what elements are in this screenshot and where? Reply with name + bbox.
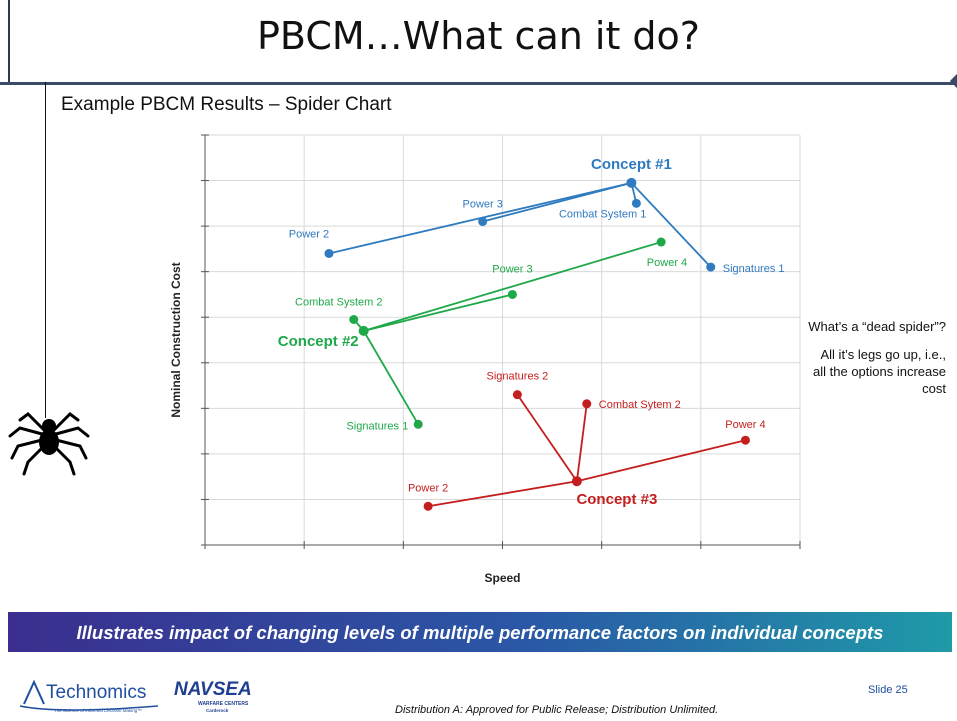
concept-3-leg-point <box>740 435 750 445</box>
technomics-logo: Technomics The Science of Informed Decis… <box>19 679 159 713</box>
concept-3-leg-point <box>582 399 592 409</box>
concept-3-leg-line <box>427 480 578 508</box>
concept-2-leg-point <box>507 289 517 299</box>
slide-subtitle: Example PBCM Results – Spider Chart <box>61 94 392 115</box>
spider-icon <box>8 412 90 476</box>
side-note-answer: All it’s legs go up, i.e., all the optio… <box>813 347 946 396</box>
concept-1-leg-point <box>706 262 716 272</box>
navsea-logo-sub1: WARFARE CENTERS <box>198 701 249 707</box>
concept-3-center-point <box>571 476 582 487</box>
slide-number: Slide 25 <box>868 684 908 696</box>
navsea-logo-text: NAVSEA <box>174 679 252 700</box>
summary-banner: Illustrates impact of changing levels of… <box>8 612 952 652</box>
distribution-statement: Distribution A: Approved for Public Rele… <box>395 704 719 716</box>
concept-1-leg-label: Signatures 1 <box>723 263 785 275</box>
title-left-rule <box>8 0 10 82</box>
concept-2-leg-label: Power 4 <box>647 257 687 269</box>
concept-1-leg-label: Power 2 <box>289 228 329 240</box>
concept-2-center-point <box>358 325 369 336</box>
concept-3-leg-point <box>512 390 522 400</box>
concept-3-center-label: Concept #3 <box>576 491 657 508</box>
y-axis-label: Nominal Construction Cost <box>169 262 183 417</box>
concept-3-leg-label: Combat Sytem 2 <box>599 399 681 411</box>
concept-2-leg-line <box>363 241 662 332</box>
x-axis-label: Speed <box>484 571 520 585</box>
summary-banner-text: Illustrates impact of changing levels of… <box>76 622 884 643</box>
concept-1-leg-line <box>630 182 712 268</box>
concept-1-center-point <box>626 177 637 188</box>
slide-title: PBCM…What can it do? <box>257 14 700 58</box>
concept-3-leg-label: Power 4 <box>725 419 765 431</box>
concept-1-leg-point <box>324 248 334 258</box>
concept-1-leg-point <box>478 217 488 227</box>
concept-2-leg-point <box>656 237 666 247</box>
title-divider <box>0 82 957 85</box>
concept-3-leg-label: Power 2 <box>408 482 448 494</box>
concept-3-leg-label: Signatures 2 <box>486 371 548 383</box>
title-area: PBCM…What can it do? <box>0 0 957 82</box>
navsea-logo-sub2: Carderock <box>206 708 229 713</box>
concept-2-leg-line <box>363 293 513 332</box>
concept-1-leg-point <box>631 198 641 208</box>
concept-3-leg-line <box>516 394 578 482</box>
concept-2-leg-line <box>362 330 419 425</box>
technomics-logo-text: Technomics <box>46 682 146 703</box>
concept-2-leg-label: Signatures 1 <box>346 420 408 432</box>
concept-2-leg-point <box>413 419 423 429</box>
concept-3-leg-point <box>423 501 433 511</box>
side-note-question: What’s a “dead spider”? <box>808 319 946 334</box>
concept-2-leg-label: Power 3 <box>492 263 532 275</box>
concept-2-center-label: Concept #2 <box>278 333 359 350</box>
side-note: What’s a “dead spider”? All it’s legs go… <box>806 318 946 408</box>
concept-2-leg-label: Combat System 2 <box>295 297 382 309</box>
concept-1-leg-label: Power 3 <box>462 199 502 211</box>
concept-1-leg-label: Combat System 1 <box>559 208 646 220</box>
concept-3-leg-line <box>575 403 588 482</box>
navsea-logo: NAVSEA WARFARE CENTERS Carderock <box>174 679 252 713</box>
concept-2-leg-point <box>349 315 359 324</box>
concept-1-center-label: Concept #1 <box>591 156 672 173</box>
spider-thread <box>45 82 46 418</box>
concept-3-leg-line <box>576 439 746 483</box>
concept-1-leg-line <box>482 181 632 223</box>
technomics-logo-tagline: The Science of Informed Decision Making™ <box>54 708 142 713</box>
